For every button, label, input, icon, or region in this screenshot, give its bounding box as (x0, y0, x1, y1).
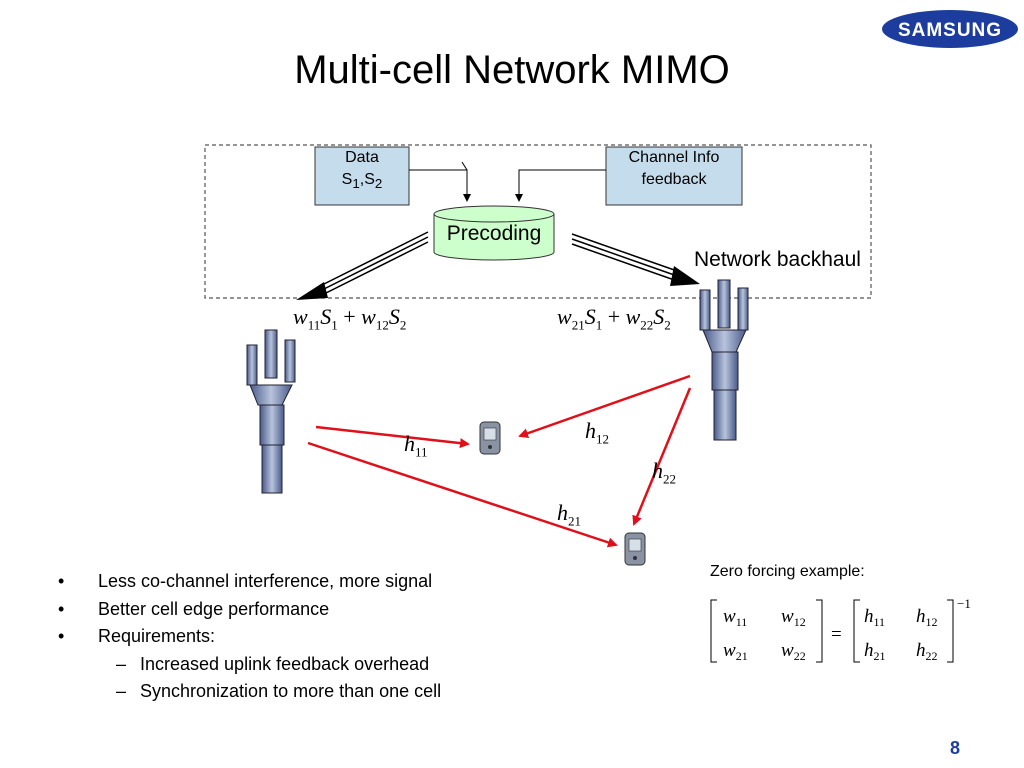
channel-h11-label: h11 (404, 431, 428, 460)
mobile-terminal-1-icon (479, 421, 501, 455)
matrix-w21: w21 (723, 640, 748, 663)
data-streams-label: S1,S2 (341, 171, 383, 192)
mobile-terminal-2-icon (624, 532, 646, 566)
base-station-left-icon (246, 329, 296, 494)
bullet-item: •Requirements: (58, 626, 216, 646)
slide-title: Multi-cell Network MIMO (294, 48, 730, 92)
channel-info-box-label: Channel Info feedback (628, 149, 720, 188)
data-box (314, 146, 410, 206)
matrix-w11: w11 (723, 606, 747, 629)
samsung-logo: SAMSUNG (882, 10, 1018, 48)
zero-forcing-label: Zero forcing example: (710, 563, 865, 580)
feedback-arrow (515, 169, 606, 202)
matrix-h11: h11 (864, 606, 885, 629)
channel-h22-label: h22 (652, 458, 676, 487)
matrix-w22: w22 (781, 640, 806, 663)
matrix-w12: w12 (781, 606, 806, 629)
data-arrow (409, 169, 471, 202)
inverse-exponent: −1 (957, 596, 971, 611)
data-label: Data (345, 149, 379, 166)
base-station-right-icon (699, 279, 749, 441)
svg-text:SAMSUNG: SAMSUNG (898, 20, 1002, 41)
bullet-item: •Less co-channel interference, more sign… (58, 571, 433, 591)
backhaul-arrow-right (571, 233, 700, 286)
page-number: 8 (950, 738, 961, 758)
backhaul-arrow-left (296, 231, 429, 300)
network-backhaul-label: Network backhaul (694, 248, 861, 271)
data-box-label: Data S1,S2 (315, 147, 409, 205)
channel-h12-label: h12 (585, 418, 609, 447)
bullet-item: •Better cell edge performance (58, 598, 330, 619)
matrix-h12: h12 (916, 606, 938, 629)
channel-h12-arrow (518, 374, 691, 439)
equals-sign: = (831, 624, 842, 645)
channel-h21-label: h21 (557, 500, 581, 529)
channel-h11-arrow (315, 425, 470, 449)
precoded-signal-left: w11S1 + w12S2 (293, 304, 407, 333)
precoded-signal-right: w21S1 + w22S2 (557, 304, 671, 333)
sub-bullet-item: –Increased uplink feedback overhead (116, 653, 430, 674)
zero-forcing-equation: w11 w12 w21 w22 = h11 h12 h21 h22 −1 (710, 596, 971, 663)
precoding-cylinder (433, 205, 555, 261)
precoding-label: Precoding (446, 222, 542, 245)
matrix-h22: h22 (916, 640, 938, 663)
channel-h21-arrow (307, 441, 618, 548)
bullet-list: •Less co-channel interference, more sign… (58, 568, 441, 706)
backhaul-region (204, 144, 872, 299)
matrix-h21: h21 (864, 640, 886, 663)
channel-info-box (605, 146, 743, 206)
channel-h22-arrow (632, 387, 692, 526)
sub-bullet-item: –Synchronization to more than one cell (116, 681, 442, 701)
